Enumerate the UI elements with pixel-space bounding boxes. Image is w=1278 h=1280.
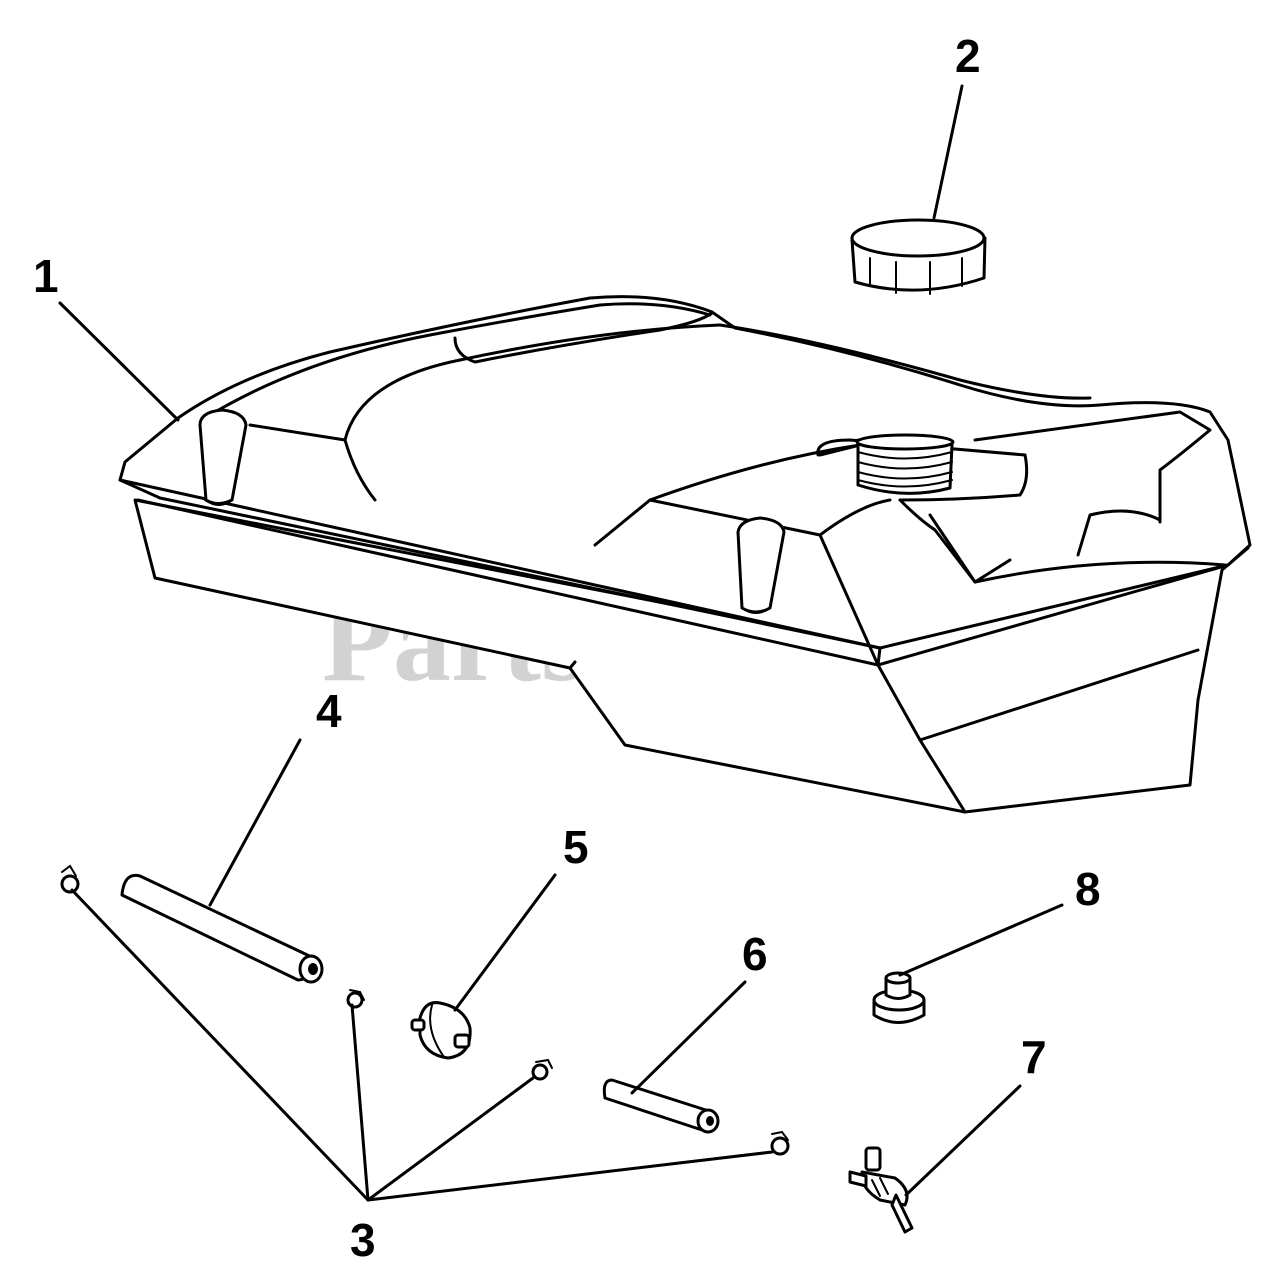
leader-lines [58,84,1064,1202]
tank-mount-post-left [198,408,248,506]
hose-clamp-2[interactable] [346,989,365,1009]
hose-clamp-1[interactable] [60,864,80,894]
tank-mount-post-right [736,516,786,614]
fuel-hose-long[interactable] [120,873,324,984]
callout-4: 4 [316,685,342,737]
fuel-hose-short[interactable] [602,1078,720,1134]
callout-8: 8 [1075,863,1101,915]
callout-5: 5 [563,821,589,873]
callout-7: 7 [1021,1031,1047,1083]
callout-1: 1 [33,250,59,302]
callout-6: 6 [742,928,768,980]
hose-clamp-4[interactable] [770,1130,790,1156]
callout-3: 3 [350,1214,376,1266]
fuel-filter[interactable] [410,1001,472,1060]
shutoff-valve[interactable] [848,1146,914,1234]
filler-neck [855,433,977,584]
hose-clamp-3[interactable] [531,1058,553,1081]
fuel-cap[interactable] [850,218,987,295]
fuel-tank[interactable] [118,295,1252,814]
callout-2: 2 [955,30,981,82]
grommet[interactable] [872,971,926,1024]
